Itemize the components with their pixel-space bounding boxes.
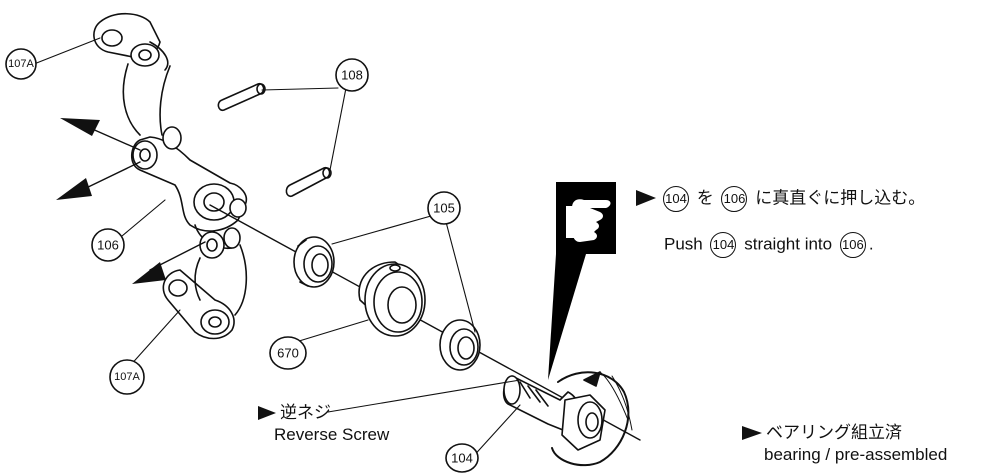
reverse-screw-jp: 逆ネジ (280, 403, 331, 422)
pointing-hand-icon (548, 182, 616, 380)
callout-108 (335, 58, 369, 92)
label-104: 104 (451, 451, 473, 466)
bearing-note-en: bearing / pre-assembled (764, 445, 948, 464)
instruction-en-text-1: Push (664, 234, 703, 254)
pin-108-top (217, 82, 266, 112)
bolt-104 (502, 375, 606, 451)
instruction-en-part-a: 104 (710, 232, 737, 258)
bearing-105-lower (439, 319, 481, 371)
link-107a-top (93, 12, 171, 136)
arrow-head-1 (60, 118, 100, 136)
instruction-jp-part-b: 106 (721, 186, 748, 212)
label-105: 105 (433, 201, 455, 216)
label-106: 106 (97, 238, 119, 253)
triangle-marker-bearing (742, 426, 762, 440)
reverse-screw-en: Reverse Screw (274, 425, 390, 444)
callout-107a-top (5, 48, 37, 80)
leader-lines (33, 37, 521, 461)
reverse-screw-label: 逆ネジ Reverse Screw (274, 402, 389, 446)
arrow-head-3 (132, 262, 166, 284)
instruction-jp: 104 を 106 に真直ぐに押し込む。 (660, 186, 925, 212)
instruction-en: Push 104 straight into 106. (664, 232, 874, 258)
callout-104 (445, 443, 479, 473)
label-107a-top: 107A (8, 58, 34, 70)
link-107a-bottom (162, 244, 248, 340)
callout-105 (427, 191, 461, 225)
label-670: 670 (277, 346, 299, 361)
triangle-marker-instruction (636, 190, 656, 206)
callout-106 (91, 228, 125, 262)
callout-670 (269, 336, 307, 370)
bearing-note: ベアリング組立済 bearing / pre-assembled (764, 422, 948, 466)
arm-106 (130, 126, 248, 259)
arrow-head-2 (56, 178, 92, 200)
instruction-en-text-3: . (868, 234, 874, 254)
instruction-en-text-2: straight into (744, 234, 833, 254)
bearing-105-upper (293, 236, 335, 288)
pin-108-bottom (285, 166, 332, 198)
collar-670 (358, 261, 426, 337)
instruction-jp-text-2: に真直ぐに押し込む。 (755, 188, 926, 208)
callout-107a-bottom (109, 359, 145, 395)
label-108: 108 (341, 68, 363, 83)
bearing-note-jp: ベアリング組立済 (766, 423, 902, 442)
rotation-arrow-icon (551, 371, 633, 467)
instruction-en-part-b: 106 (839, 232, 866, 258)
label-107a-bottom: 107A (114, 371, 140, 383)
instruction-jp-text-1: を (696, 188, 714, 208)
instruction-jp-part-a: 104 (663, 186, 689, 212)
triangle-marker-reverse (258, 406, 276, 420)
